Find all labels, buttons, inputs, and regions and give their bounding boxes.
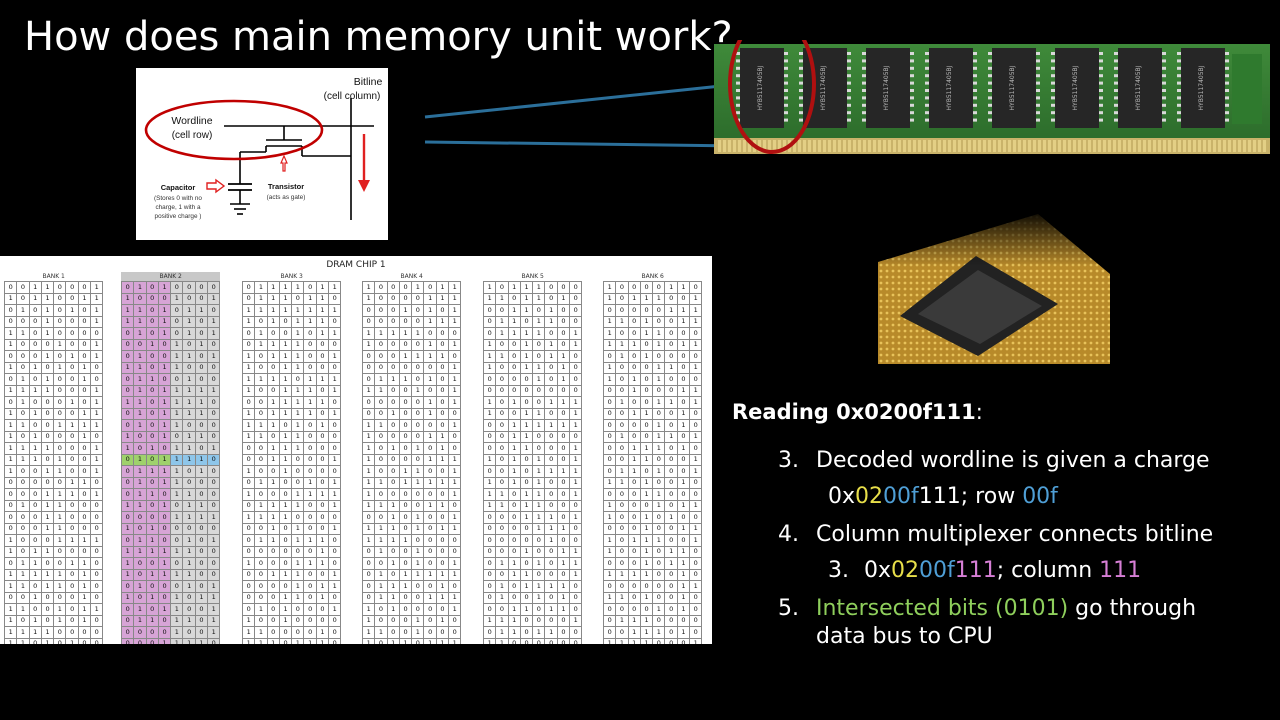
leader-line-top [424,82,741,119]
bitline-sub-label: (cell column) [324,91,381,102]
addr-bank: 02 [855,484,884,509]
page-title: How does main memory unit work? [24,14,733,60]
reading-colon: : [975,400,983,424]
wordline-label: Wordline [171,115,212,127]
leader-line-bottom [424,140,741,148]
memory-chip-label: HYB5117405BJ [1072,65,1079,110]
step-text-line2: data bus to CPU [816,624,993,649]
transistor-label: Transistor [268,182,304,191]
step-address-row: 0x0200f111; row 00f [828,484,1058,509]
capacitor-label: Capacitor [161,183,196,192]
bitline-label: Bitline [354,76,383,88]
pcb-edge-components [1232,54,1262,124]
memory-chip [740,48,784,128]
memory-chip [1118,48,1162,128]
step-number: 3. [828,558,849,583]
addr-rest: ; column [996,558,1100,583]
step-text: Decoded wordline is given a charge [816,448,1210,473]
memory-chip-label: HYB5117405BJ [820,65,827,110]
bank-label: BANK 6 [641,273,664,280]
addr-column: 111 [954,558,997,583]
addr-prefix: 0x [828,484,856,509]
memory-chip-label: HYB5117405BJ [883,65,890,110]
memory-chip-label: HYB5117405BJ [757,65,764,110]
dram-chip-title: DRAM CHIP 1 [326,260,386,270]
step-text-rest: go through [1068,596,1197,621]
bank-label: BANK 5 [521,273,544,280]
intersected-bits: Intersected bits (0101) [816,596,1069,621]
capacitor-desc-1: (Stores 0 with no [154,195,202,202]
step-number: 5. [778,596,799,621]
memory-chip [929,48,973,128]
addr-bank: 02 [891,558,920,583]
row-value: 00f [1022,484,1058,509]
memory-chip-label: HYB5117405BJ [1009,65,1016,110]
memory-chip-label: HYB5117405BJ [1198,65,1205,110]
reading-label: Reading 0x0200f111 [732,400,976,424]
step-text: Column multiplexer connects bitline [816,522,1214,547]
cpu-image [878,214,1110,364]
column-value: 111 [1099,558,1142,583]
addr-prefix: 0x [864,558,892,583]
bank-label: BANK 4 [400,273,423,280]
memory-chip-label: HYB5117405BJ [946,65,953,110]
wordline-sub-label: (cell row) [172,130,213,141]
transistor-desc: (acts as gate) [267,194,306,201]
memory-chip [866,48,910,128]
capacitor-desc-3: positive charge ) [155,213,202,220]
reading-heading: Reading 0x0200f111: [732,400,983,424]
bank-label: BANK 3 [280,273,303,280]
dram-cell-diagram: Bitline (cell column) Wordline (cell row… [136,68,388,240]
step-text: Intersected bits (0101) go through [816,596,1196,621]
memory-chip [1181,48,1225,128]
addr-rest: 111; row [918,484,1023,509]
capacitor-desc-2: charge, 1 with a [155,204,201,211]
memory-chip-label: HYB5117405BJ [1135,65,1142,110]
addr-row: 00f [883,484,919,509]
bank-label: BANK 2 [121,272,221,281]
addr-row: 00f [919,558,955,583]
memory-chip [1055,48,1099,128]
memory-chip [992,48,1036,128]
step-address-column: 0x0200f111; column 111 [864,558,1141,583]
bank-label: BANK 1 [42,273,65,280]
step-number: 3. [778,448,799,473]
ram-module-image: HYB5117405BJ HYB5117405BJ HYB5117405BJ HYB5… [712,14,1272,162]
step-number: 4. [778,522,799,547]
